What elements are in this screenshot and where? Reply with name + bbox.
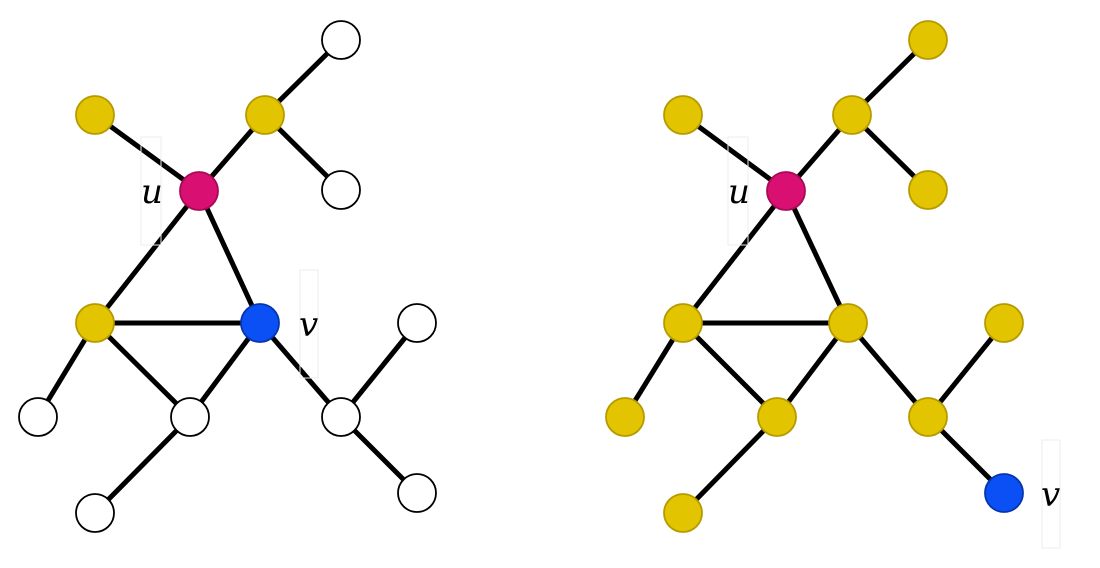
node-v-v — [240, 303, 280, 343]
edge-e-g — [92, 320, 193, 420]
edge-i-j — [925, 320, 1007, 420]
edge-u-e — [680, 188, 789, 326]
label-u-left: u — [141, 172, 163, 212]
label-v-right: v — [1041, 475, 1060, 515]
node-h-yellow — [663, 493, 703, 533]
edge-u-v — [196, 188, 263, 326]
edge-g-h — [92, 414, 193, 516]
node-a-yellow — [75, 95, 115, 135]
node-g-yellow — [757, 397, 797, 437]
node-d-white — [321, 170, 361, 210]
node-b-yellow — [245, 95, 285, 135]
edge-e-g — [680, 320, 780, 420]
edge-i-j — [338, 320, 420, 420]
node-e-yellow — [75, 303, 115, 343]
node-j-white — [397, 303, 437, 343]
node-i-yellow — [908, 397, 948, 437]
node-k-v — [984, 473, 1024, 513]
node-c-white — [321, 20, 361, 60]
node-g-white — [170, 397, 210, 437]
node-a-yellow — [663, 95, 703, 135]
graph-right — [605, 20, 1024, 533]
node-f-yellow — [605, 397, 645, 437]
node-b-yellow — [832, 95, 872, 135]
node-k-white — [397, 473, 437, 513]
node-i-white — [321, 397, 361, 437]
label-u-right: u — [728, 172, 750, 212]
node-j-yellow — [984, 303, 1024, 343]
node-u-u — [766, 171, 806, 211]
label-v-frame-right — [1041, 439, 1061, 549]
edge-v-i — [845, 320, 931, 420]
node-e-yellow — [663, 303, 703, 343]
edge-a-u — [680, 112, 789, 194]
edge-a-u — [92, 112, 202, 194]
label-u-frame-right — [727, 136, 749, 246]
label-u-frame-left — [140, 136, 162, 246]
edge-u-v — [783, 188, 851, 326]
label-v-left: v — [299, 305, 318, 345]
edge-u-e — [92, 188, 202, 326]
label-v-frame-left — [299, 269, 319, 379]
edge-g-h — [680, 414, 780, 516]
node-f-white — [18, 397, 58, 437]
node-h-white — [75, 493, 115, 533]
node-c-yellow — [908, 20, 948, 60]
node-v-yellow — [828, 303, 868, 343]
graph-left — [18, 20, 437, 533]
node-u-u — [179, 171, 219, 211]
node-d-yellow — [908, 170, 948, 210]
